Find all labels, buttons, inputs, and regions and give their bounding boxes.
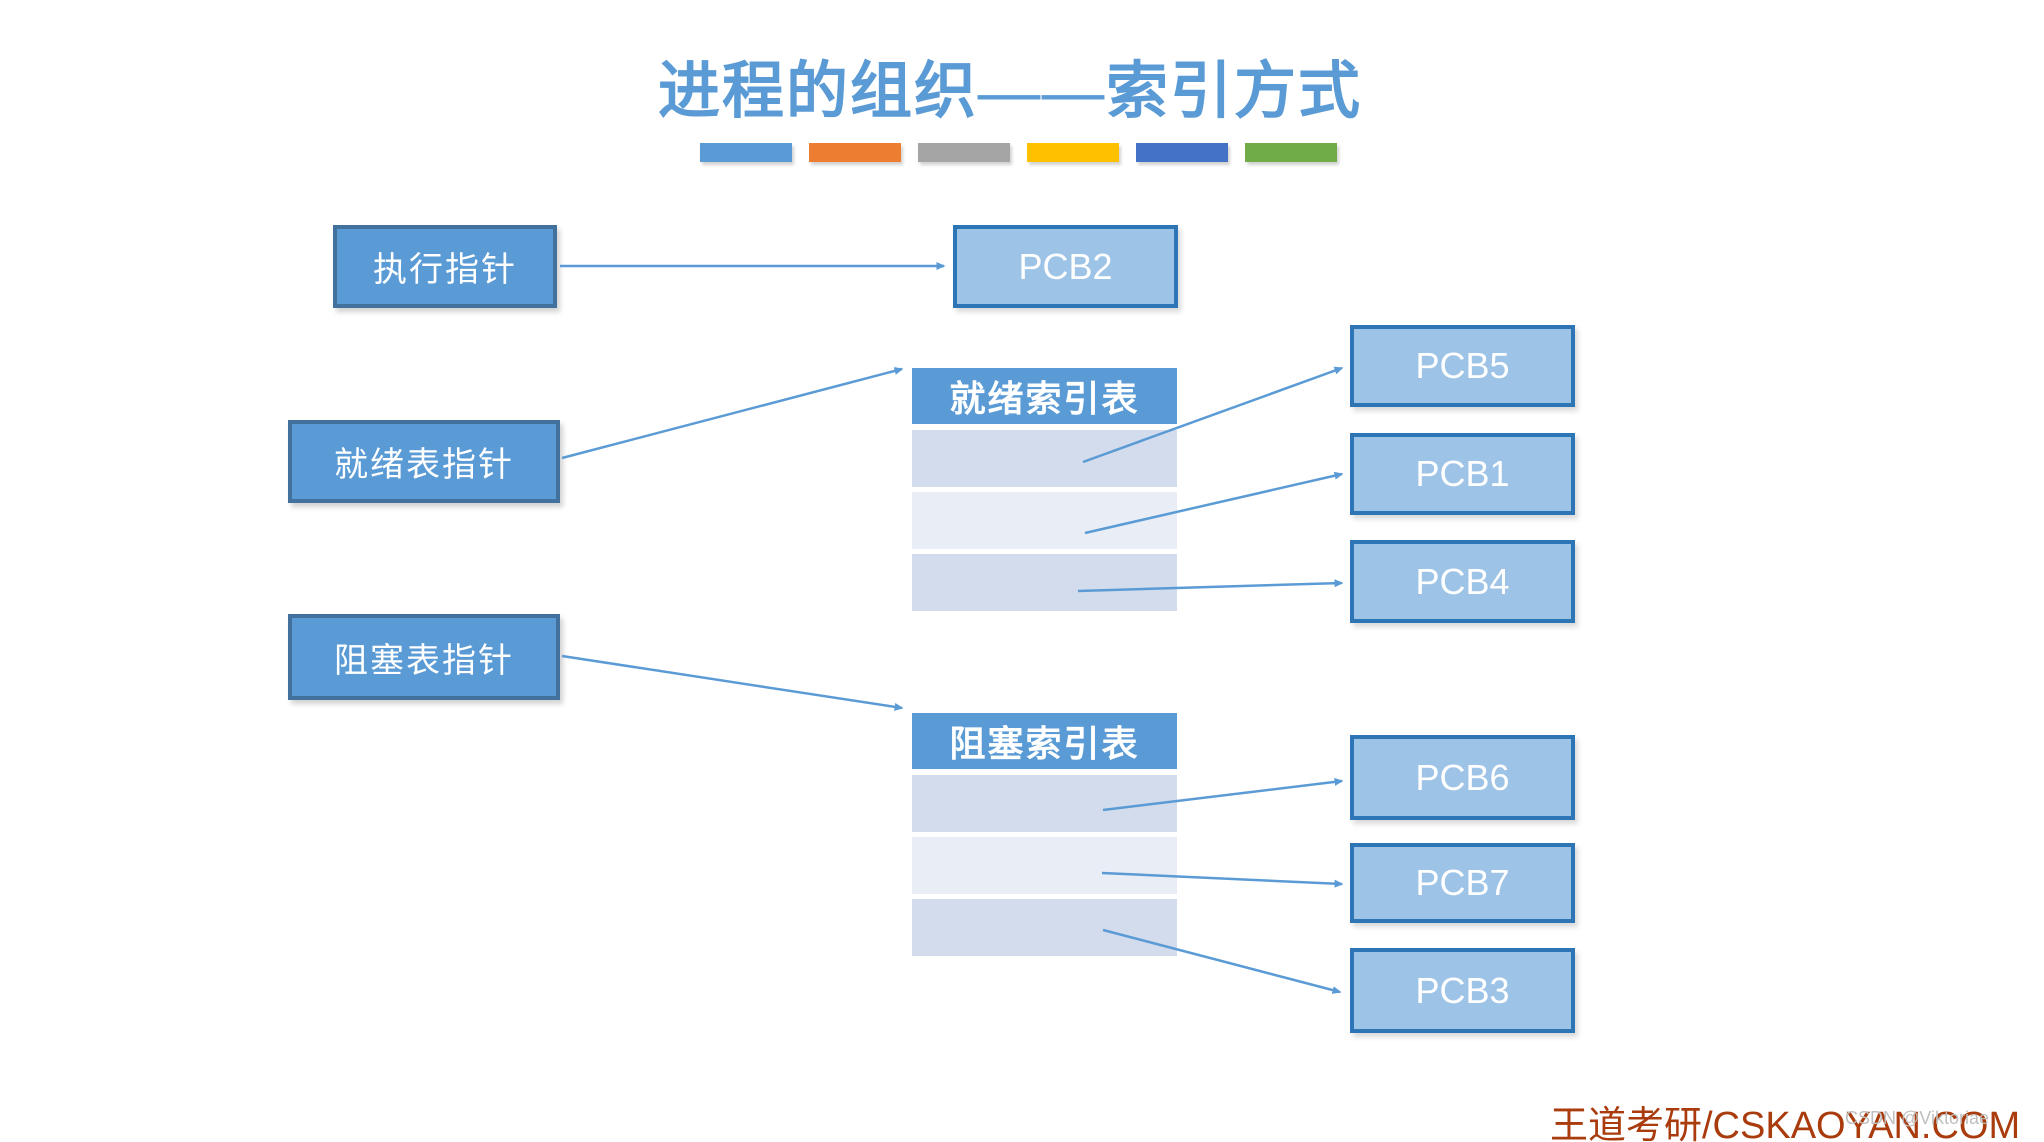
ready-index-table: 就绪索引表 bbox=[912, 368, 1177, 616]
pcb2-box: PCB2 bbox=[953, 225, 1178, 308]
ready-list-pointer-label: 就绪表指针 bbox=[334, 447, 514, 484]
pcb6-label: PCB6 bbox=[1415, 756, 1510, 798]
pcb3-label: PCB3 bbox=[1415, 969, 1510, 1011]
pcb5-label: PCB5 bbox=[1415, 345, 1510, 386]
pcb7-label: PCB7 bbox=[1415, 862, 1510, 903]
arrow-readyptr-to-table bbox=[561, 367, 904, 460]
accent-bar-green bbox=[1245, 143, 1337, 162]
blocked-index-table: 阻塞索引表 bbox=[912, 713, 1177, 961]
blocked-list-pointer-box: 阻塞表指针 bbox=[288, 614, 560, 700]
brand-text: 王道考研/CSKAOYAN.COM bbox=[1550, 1105, 2021, 1142]
exec-pointer-label: 执行指针 bbox=[373, 252, 517, 289]
blocked-index-row-2 bbox=[912, 837, 1177, 894]
pcb1-box: PCB1 bbox=[1350, 433, 1575, 515]
ready-index-row-2 bbox=[912, 492, 1177, 549]
accent-bar-blue bbox=[700, 143, 792, 162]
ready-index-table-header: 就绪索引表 bbox=[912, 368, 1177, 424]
pcb4-box: PCB4 bbox=[1350, 540, 1575, 623]
pcb7-box: PCB7 bbox=[1350, 843, 1575, 923]
exec-pointer-box: 执行指针 bbox=[333, 225, 557, 308]
pcb6-box: PCB6 bbox=[1350, 735, 1575, 820]
page-title: 进程的组织——索引方式 bbox=[657, 58, 1362, 126]
accent-bar-gold bbox=[1027, 143, 1119, 162]
csdn-watermark: CSDN @Viktoriae bbox=[1845, 1108, 1989, 1128]
ready-index-row-1 bbox=[912, 430, 1177, 487]
pcb5-box: PCB5 bbox=[1350, 325, 1575, 407]
pcb1-label: PCB1 bbox=[1415, 453, 1510, 494]
ready-list-pointer-box: 就绪表指针 bbox=[288, 420, 560, 503]
pcb3-box: PCB3 bbox=[1350, 948, 1575, 1033]
accent-bar-gray bbox=[918, 143, 1010, 162]
pcb4-label: PCB4 bbox=[1415, 560, 1510, 602]
accent-bar-orange bbox=[809, 143, 901, 162]
ready-index-row-3 bbox=[912, 554, 1177, 611]
blocked-index-row-3 bbox=[912, 899, 1177, 956]
pcb2-label: PCB2 bbox=[1018, 245, 1113, 287]
blocked-list-pointer-label: 阻塞表指针 bbox=[334, 642, 514, 680]
blocked-index-row-1 bbox=[912, 775, 1177, 832]
arrow-blockedptr-to-table bbox=[561, 654, 904, 711]
blocked-index-table-header: 阻塞索引表 bbox=[912, 713, 1177, 769]
accent-bar-dark-blue bbox=[1136, 143, 1228, 162]
title-accent-bars bbox=[700, 143, 1340, 163]
